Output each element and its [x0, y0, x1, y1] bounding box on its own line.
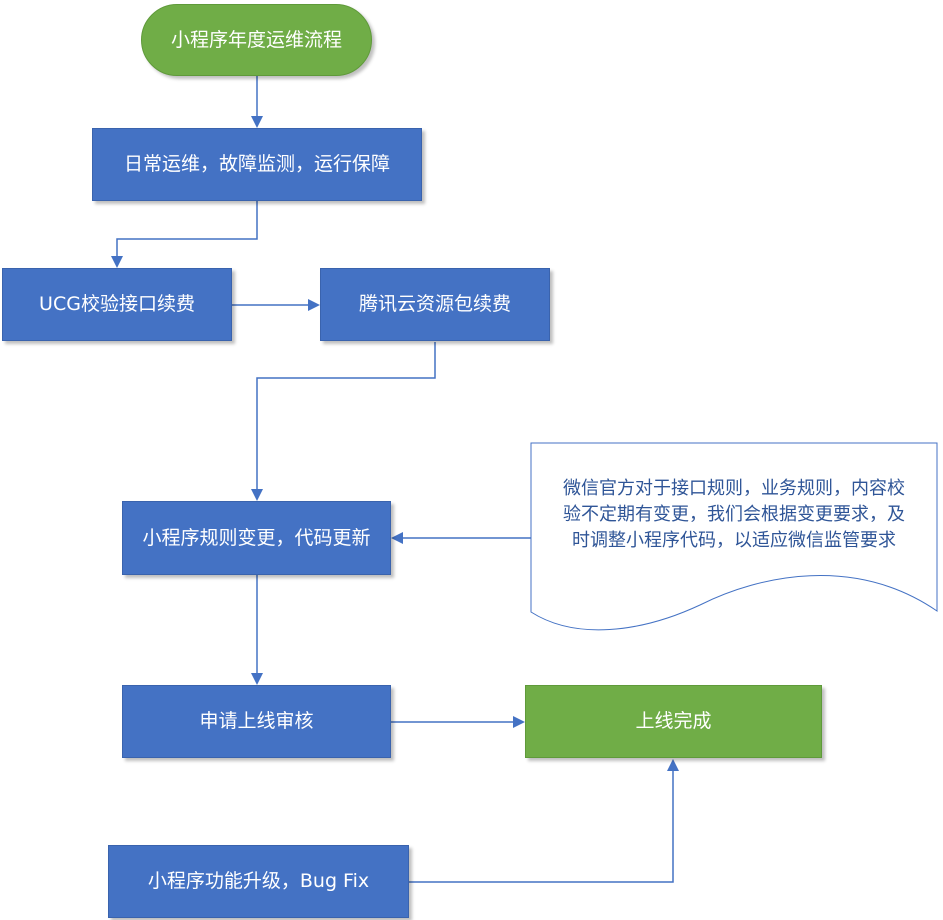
tencent-cloud-renewal-box: 腾讯云资源包续费 — [320, 268, 550, 341]
start-node-label: 小程序年度运维流程 — [170, 28, 342, 51]
apply-review-box: 申请上线审核 — [122, 685, 391, 758]
rule-change-box: 小程序规则变更，代码更新 — [122, 501, 391, 575]
connector-daily-ops-to-ucg — [111, 201, 258, 268]
feature-upgrade-label: 小程序功能升级，Bug Fix — [147, 870, 370, 893]
ucg-renewal-label: UCG校验接口续费 — [39, 293, 195, 316]
note-document-shape — [530, 442, 938, 631]
tencent-cloud-renewal-label: 腾讯云资源包续费 — [358, 293, 511, 316]
note-text: 微信官方对于接口规则，业务规则，内容校 验不定期有变更，我们会根据变更要求，及 … — [533, 476, 935, 554]
rule-change-label: 小程序规则变更，代码更新 — [142, 526, 371, 549]
launch-done-label: 上线完成 — [635, 710, 712, 733]
feature-upgrade-box: 小程序功能升级，Bug Fix — [108, 845, 409, 918]
daily-ops-label: 日常运维，故障监测，运行保障 — [123, 153, 390, 176]
connector-feature-upgrade-to-launch — [409, 759, 679, 883]
note-line-1: 微信官方对于接口规则，业务规则，内容校 — [563, 478, 905, 499]
daily-ops-box: 日常运维，故障监测，运行保障 — [92, 128, 422, 201]
apply-review-label: 申请上线审核 — [199, 710, 314, 733]
launch-done-box: 上线完成 — [525, 685, 822, 758]
connector-tencent-cloud-to-rule-change — [251, 342, 436, 501]
start-node: 小程序年度运维流程 — [141, 4, 372, 76]
ucg-renewal-box: UCG校验接口续费 — [2, 268, 232, 341]
note-line-2: 验不定期有变更，我们会根据变更要求，及 — [563, 504, 905, 526]
note-line-3: 时调整小程序代码，以适应微信监管要求 — [572, 530, 896, 552]
